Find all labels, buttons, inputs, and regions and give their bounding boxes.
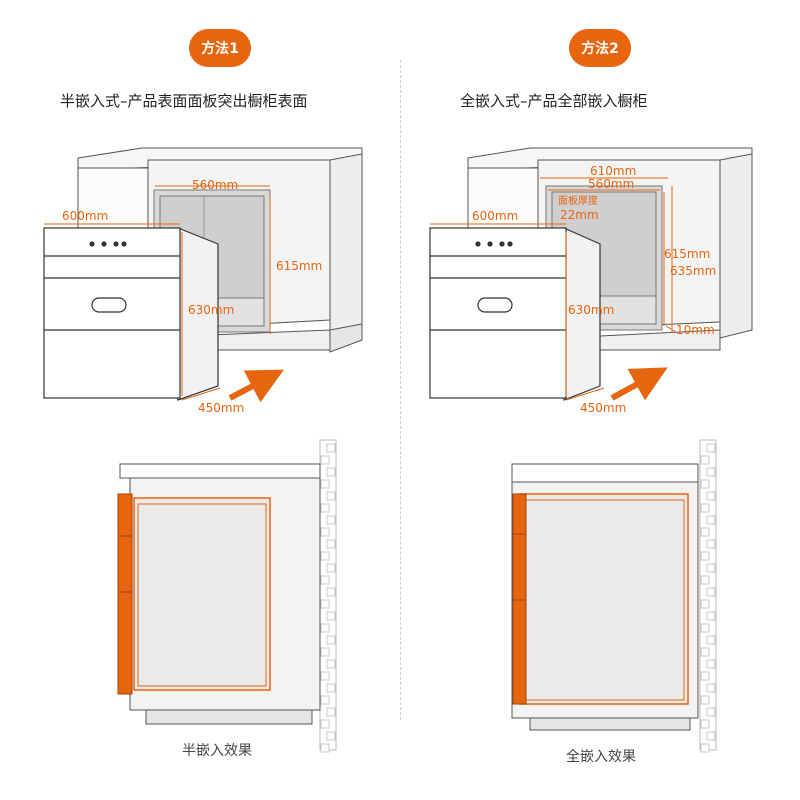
- center-divider: [400, 60, 401, 720]
- brick: [326, 515, 336, 525]
- brick: [326, 467, 336, 477]
- method1-wall: [319, 439, 337, 753]
- brick: [320, 503, 330, 513]
- method2-bottom-gap-line: [665, 325, 677, 333]
- brick: [320, 719, 330, 729]
- brick: [320, 695, 330, 705]
- method1-opening-height: 615mm: [276, 259, 322, 273]
- brick: [326, 611, 336, 621]
- brick: [706, 443, 716, 453]
- brick: [320, 671, 330, 681]
- method2-inner-width: 560mm: [588, 177, 634, 191]
- method1-badge: 方法1: [189, 29, 251, 67]
- method1-product-depth-line: [181, 387, 221, 401]
- method2-panel-thickness-label: 面板厚度: [558, 194, 598, 207]
- brick: [700, 623, 710, 633]
- method1-product-height: 630mm: [188, 303, 234, 317]
- method2-plan-view: [511, 439, 717, 753]
- brick: [706, 515, 716, 525]
- method1-product-depth: 450mm: [198, 401, 244, 415]
- method1-caption: 半嵌入效果: [182, 743, 252, 759]
- method1-product-width: 600mm: [62, 209, 108, 223]
- brick: [700, 455, 710, 465]
- brick: [706, 707, 716, 717]
- brick: [700, 599, 710, 609]
- brick: [706, 587, 716, 597]
- method1-badge-text: 方法1: [201, 41, 239, 57]
- method2-outer-height: 635mm: [670, 264, 716, 278]
- brick: [326, 659, 336, 669]
- brick: [700, 743, 710, 753]
- brick: [320, 455, 330, 465]
- brick: [326, 731, 336, 741]
- method1-product: [43, 227, 219, 401]
- brick: [700, 575, 710, 585]
- method2-caption: 全嵌入效果: [566, 749, 636, 765]
- brick: [700, 479, 710, 489]
- brick: [326, 707, 336, 717]
- brick: [700, 503, 710, 513]
- brick: [700, 695, 710, 705]
- brick: [706, 659, 716, 669]
- method2-inner-height: 615mm: [664, 247, 710, 261]
- method2-badge: 方法2: [569, 29, 631, 67]
- brick: [326, 563, 336, 573]
- brick: [706, 683, 716, 693]
- brick: [700, 647, 710, 657]
- method2-bottom-gap: 10mm: [676, 323, 715, 337]
- brick: [706, 635, 716, 645]
- method1-insert-arrow: [228, 369, 284, 403]
- brick: [326, 539, 336, 549]
- method1-plan-view: [117, 439, 337, 753]
- method2-wall: [699, 439, 717, 753]
- brick: [320, 551, 330, 561]
- brick: [706, 539, 716, 549]
- brick: [706, 731, 716, 741]
- brick: [700, 719, 710, 729]
- brick: [700, 527, 710, 537]
- brick: [326, 587, 336, 597]
- method2-product-width: 600mm: [472, 209, 518, 223]
- method2-badge-text: 方法2: [581, 41, 619, 57]
- brick: [700, 551, 710, 561]
- brick: [706, 491, 716, 501]
- method2-panel-thickness: 22mm: [560, 208, 599, 222]
- brick: [320, 575, 330, 585]
- method2-product-depth-line: [565, 387, 605, 401]
- brick: [706, 467, 716, 477]
- brick: [706, 611, 716, 621]
- brick: [326, 443, 336, 453]
- method2-insert-arrow: [610, 367, 668, 401]
- brick: [320, 647, 330, 657]
- brick: [326, 683, 336, 693]
- method2-product-height: 630mm: [568, 303, 614, 317]
- method2-outer-width: 610mm: [590, 164, 636, 178]
- method1-opening-width: 560mm: [192, 178, 238, 192]
- brick: [320, 479, 330, 489]
- brick: [326, 491, 336, 501]
- brick: [320, 743, 330, 753]
- method2-product: [429, 227, 601, 401]
- brick: [320, 599, 330, 609]
- brick: [320, 623, 330, 633]
- brick: [700, 671, 710, 681]
- method2-title: 全嵌入式–产品全部嵌入橱柜: [460, 92, 648, 110]
- brick: [706, 563, 716, 573]
- method2-product-depth: 450mm: [580, 401, 626, 415]
- brick: [326, 635, 336, 645]
- method1-title: 半嵌入式–产品表面面板突出橱柜表面: [60, 92, 308, 110]
- brick: [320, 527, 330, 537]
